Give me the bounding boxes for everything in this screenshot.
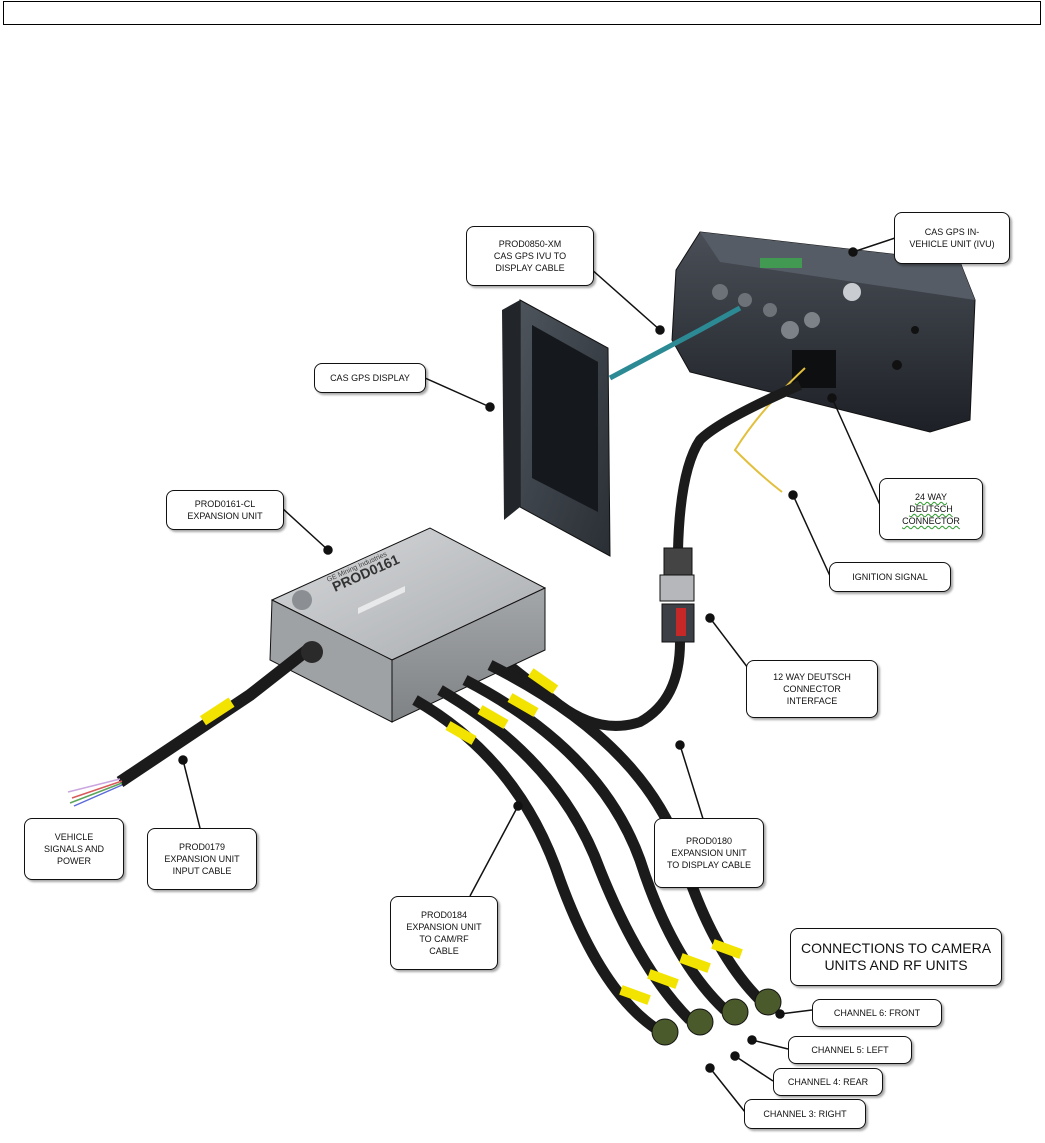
label-deutsch-24: 24 WAY DEUTSCH CONNECTOR (879, 478, 983, 540)
label-display: CAS GPS DISPLAY (314, 363, 426, 393)
label-channel-6: CHANNEL 6: FRONT (812, 999, 942, 1027)
deutsch-12-connector (659, 547, 695, 643)
label-connections: CONNECTIONS TO CAMERA UNITS AND RF UNITS (790, 928, 1002, 986)
label-channel-5: CHANNEL 5: LEFT (788, 1036, 912, 1064)
ivu-device (671, 231, 976, 433)
label-ivu: CAS GPS IN- VEHICLE UNIT (IVU) (894, 212, 1010, 264)
ge-logo-icon (843, 283, 861, 301)
header-bar (3, 1, 1041, 25)
ivu-display-cable-line (608, 305, 742, 381)
label-channel-3: CHANNEL 3: RIGHT (744, 1099, 866, 1129)
label-input-cable: PROD0179 EXPANSION UNIT INPUT CABLE (147, 828, 257, 890)
label-expansion-unit: PROD0161-CL EXPANSION UNIT (166, 490, 284, 530)
expansion-unit-device: PROD0161 GE Mining Industries (269, 527, 547, 723)
label-channel-4: CHANNEL 4: REAR (773, 1068, 883, 1096)
label-cam-rf-cable: PROD0184 EXPANSION UNIT TO CAM/RF CABLE (390, 896, 498, 970)
leader-lines (178, 237, 896, 1113)
label-deutsch-24-text: 24 WAY DEUTSCH CONNECTOR (902, 492, 960, 526)
label-display-cable: PROD0180 EXPANSION UNIT TO DISPLAY CABLE (654, 818, 764, 888)
gps-display-device (502, 299, 611, 557)
label-deutsch-12: 12 WAY DEUTSCH CONNECTOR INTERFACE (746, 660, 878, 718)
camera-connector-ends (651, 988, 782, 1046)
ge-logo-icon (292, 590, 312, 610)
loose-wires (67, 778, 123, 807)
label-vehicle-signals: VEHICLE SIGNALS AND POWER (24, 818, 124, 880)
label-ivu-display-cable: PROD0850-xM CAS GPS IVU TO DISPLAY CABLE (466, 226, 594, 286)
label-ignition: IGNITION SIGNAL (829, 562, 951, 592)
deutsch-24-plug (792, 350, 836, 388)
